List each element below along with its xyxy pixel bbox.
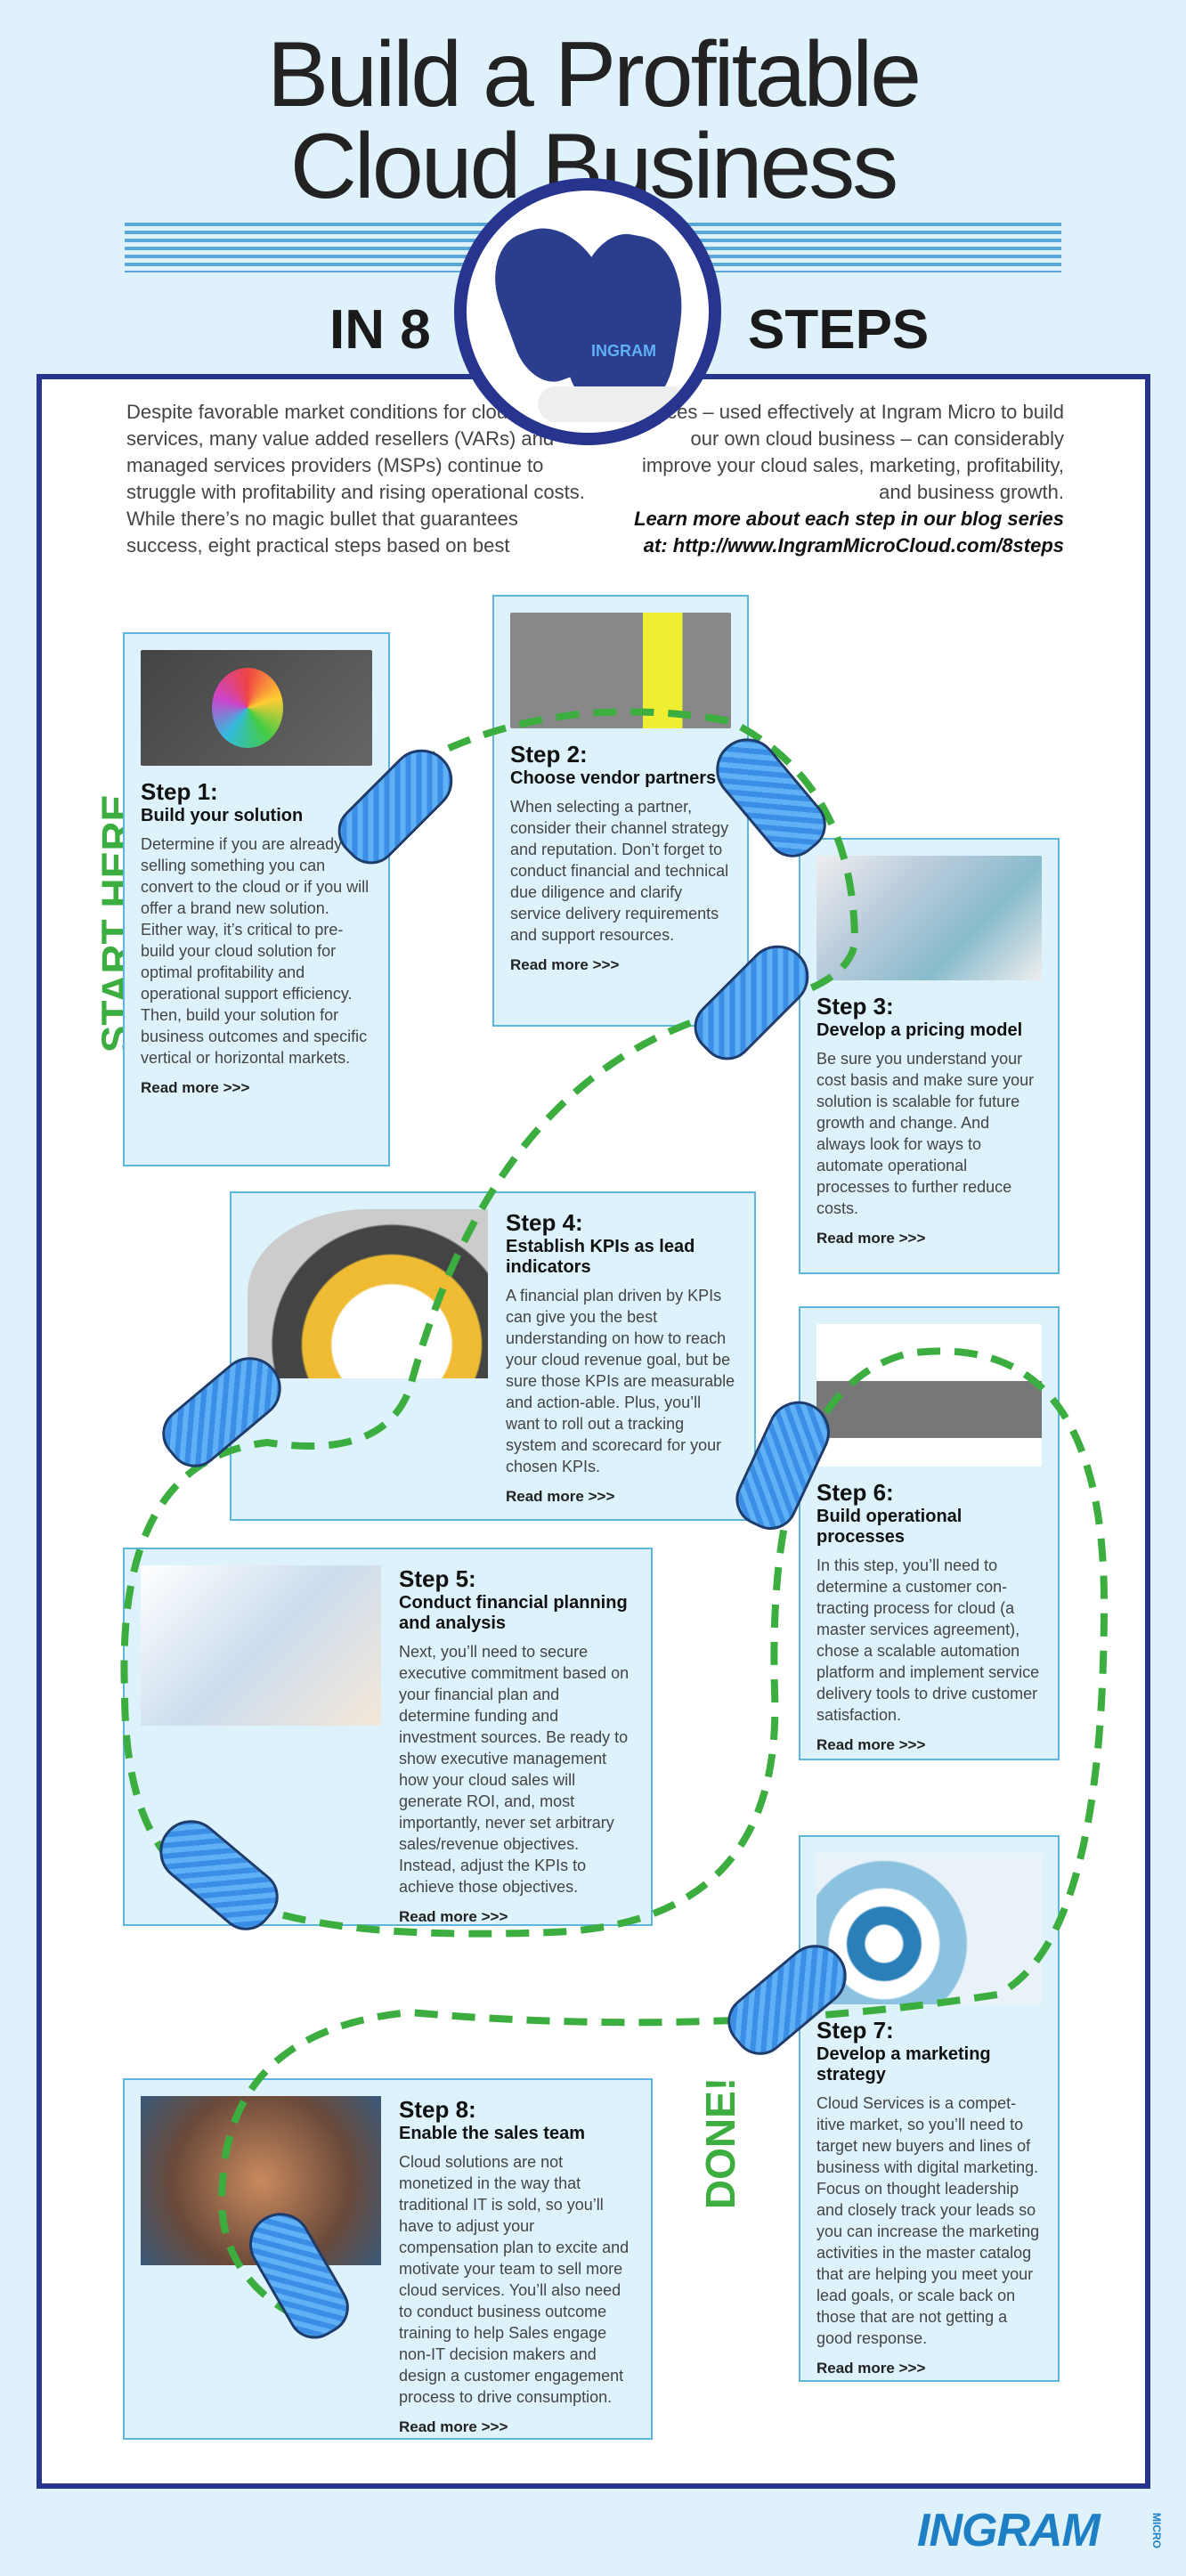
step-7-card: Step 7: Develop a marketing strategy Clo… [799,1835,1060,2382]
step-7-number: Step 7: [816,2017,894,2044]
step-2-read-more[interactable]: Read more >>> [510,956,620,973]
step-1-title: Build your solution [141,806,304,825]
step-6-body: In this step, you’ll need to determine a… [816,1556,1040,1724]
step-8-card: Step 8: Enable the sales team Cloud solu… [123,2078,653,2440]
step-4-body: A financial plan driven by KPIs can give… [506,1287,735,1475]
in-8-label: IN 8 [329,299,431,361]
shoe-logo: INGRAM [591,342,656,360]
doors-image [510,613,731,728]
step-1-number: Step 1: [141,778,218,805]
step-2-card: Step 2: Choose vendor partners When sele… [492,595,749,1027]
step-8-read-more[interactable]: Read more >>> [399,2418,508,2435]
intro-right: practices – used effectively at Ingram M… [619,399,1064,559]
lightbulb-image [141,650,372,766]
step-2-body: When selecting a partner, consider their… [510,798,729,944]
step-8-body: Cloud solutions are not monetized in the… [399,2153,630,2406]
step-5-body: Next, you’ll need to secure executive co… [399,1643,630,1896]
title-line-1: Build a Profitable [266,23,922,126]
step-4-card: Step 4: Establish KPIs as lead indicator… [230,1191,756,1521]
step-6-card: Step 6: Build operational processes In t… [799,1306,1060,1760]
performance-gauge-image [248,1209,488,1378]
step-4-title: Establish KPIs as lead indicators [506,1237,695,1277]
step-7-read-more[interactable]: Read more >>> [816,2360,926,2377]
step-8-number: Step 8: [399,2096,476,2123]
step-6-title: Build operational processes [816,1507,963,1547]
blog-link[interactable]: Learn more about each step in our blog s… [634,508,1064,557]
step-1-card: Step 1: Build your solution Determine if… [123,632,390,1166]
step-4-read-more[interactable]: Read more >>> [506,1488,615,1505]
step-6-number: Step 6: [816,1479,894,1506]
target-image [816,1853,1042,2004]
gears-people-image [816,1324,1042,1467]
step-7-title: Develop a marketing strategy [816,2044,991,2084]
step-8-title: Enable the sales team [399,2124,585,2143]
step-2-title: Choose vendor partners [510,768,717,788]
steps-label: STEPS [748,299,930,361]
step-7-body: Cloud Services is a compet-itive market,… [816,2094,1040,2347]
step-1-body: Determine if you are already selling som… [141,835,370,1067]
ingram-logo-micro: MICRO [1150,2513,1163,2548]
step-2-number: Step 2: [510,741,588,768]
step-5-number: Step 5: [399,1565,476,1592]
step-3-card: Step 3: Develop a pricing model Be sure … [799,838,1060,1274]
step-3-number: Step 3: [816,993,894,1020]
step-1-read-more[interactable]: Read more >>> [141,1079,250,1096]
step-4-number: Step 4: [506,1209,583,1236]
step-3-title: Develop a pricing model [816,1020,1023,1040]
step-5-title: Conduct financial planning and analysis [399,1593,628,1633]
step-6-read-more[interactable]: Read more >>> [816,1736,926,1753]
step-3-read-more[interactable]: Read more >>> [816,1230,926,1247]
financial-planning-image [141,1565,381,1726]
ingram-logo: INGRAM [917,2505,1101,2556]
step-3-body: Be sure you understand your cost basis a… [816,1050,1035,1217]
step-5-read-more[interactable]: Read more >>> [399,1908,508,1925]
intro-right-text: practices – used effectively at Ingram M… [619,401,1064,503]
intro-left: Despite favorable market conditions for … [126,401,585,557]
